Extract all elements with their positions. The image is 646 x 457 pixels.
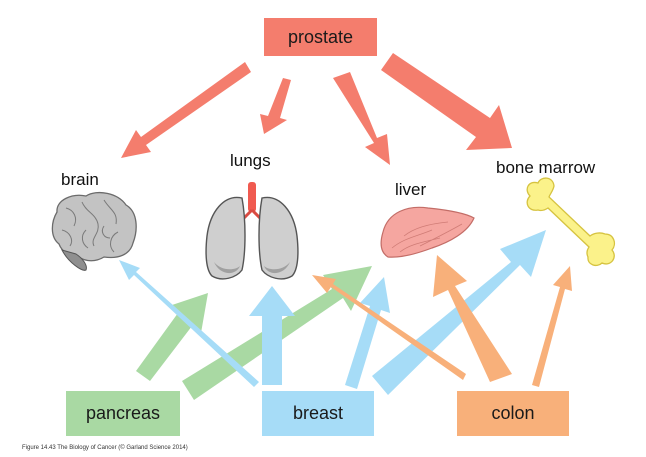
organ-label-liver: liver <box>395 180 427 199</box>
prostate-box <box>264 18 377 56</box>
colon-box <box>457 391 569 436</box>
bone-icon <box>526 177 616 267</box>
arrow-prostate-to-lungs <box>260 78 291 134</box>
liver-icon <box>380 206 475 258</box>
arrow-breast-to-liver <box>345 277 390 389</box>
arrow-colon-to-lungs <box>312 275 466 380</box>
organ-label-lungs: lungs <box>230 151 271 170</box>
source-label-pancreas: pancreas <box>85 403 161 423</box>
arrow-colon-to-bone-marrow <box>532 266 572 387</box>
arrow-prostate-to-liver <box>333 72 390 165</box>
arrow-colon-to-liver <box>433 255 512 382</box>
figure-caption: Figure 14.43 The Biology of Cancer (© Ga… <box>22 445 188 451</box>
organ-label-brain: brain <box>61 170 99 189</box>
source-label-breast: breast <box>292 403 344 423</box>
source-label-colon: colon <box>491 403 535 423</box>
arrow-prostate-to-brain <box>121 62 251 158</box>
breast-box <box>262 391 374 436</box>
organ-label-bone-marrow: bone marrow <box>496 158 596 177</box>
pancreas-box <box>66 391 180 436</box>
lungs-icon <box>205 182 299 280</box>
source-label-prostate: prostate <box>287 26 354 47</box>
arrow-breast-to-brain <box>119 260 259 387</box>
arrow-prostate-to-bone-marrow <box>381 53 512 150</box>
brain-icon <box>51 191 137 271</box>
arrow-breast-to-lungs <box>249 286 295 385</box>
arrow-pancreas-to-lungs <box>136 293 208 381</box>
